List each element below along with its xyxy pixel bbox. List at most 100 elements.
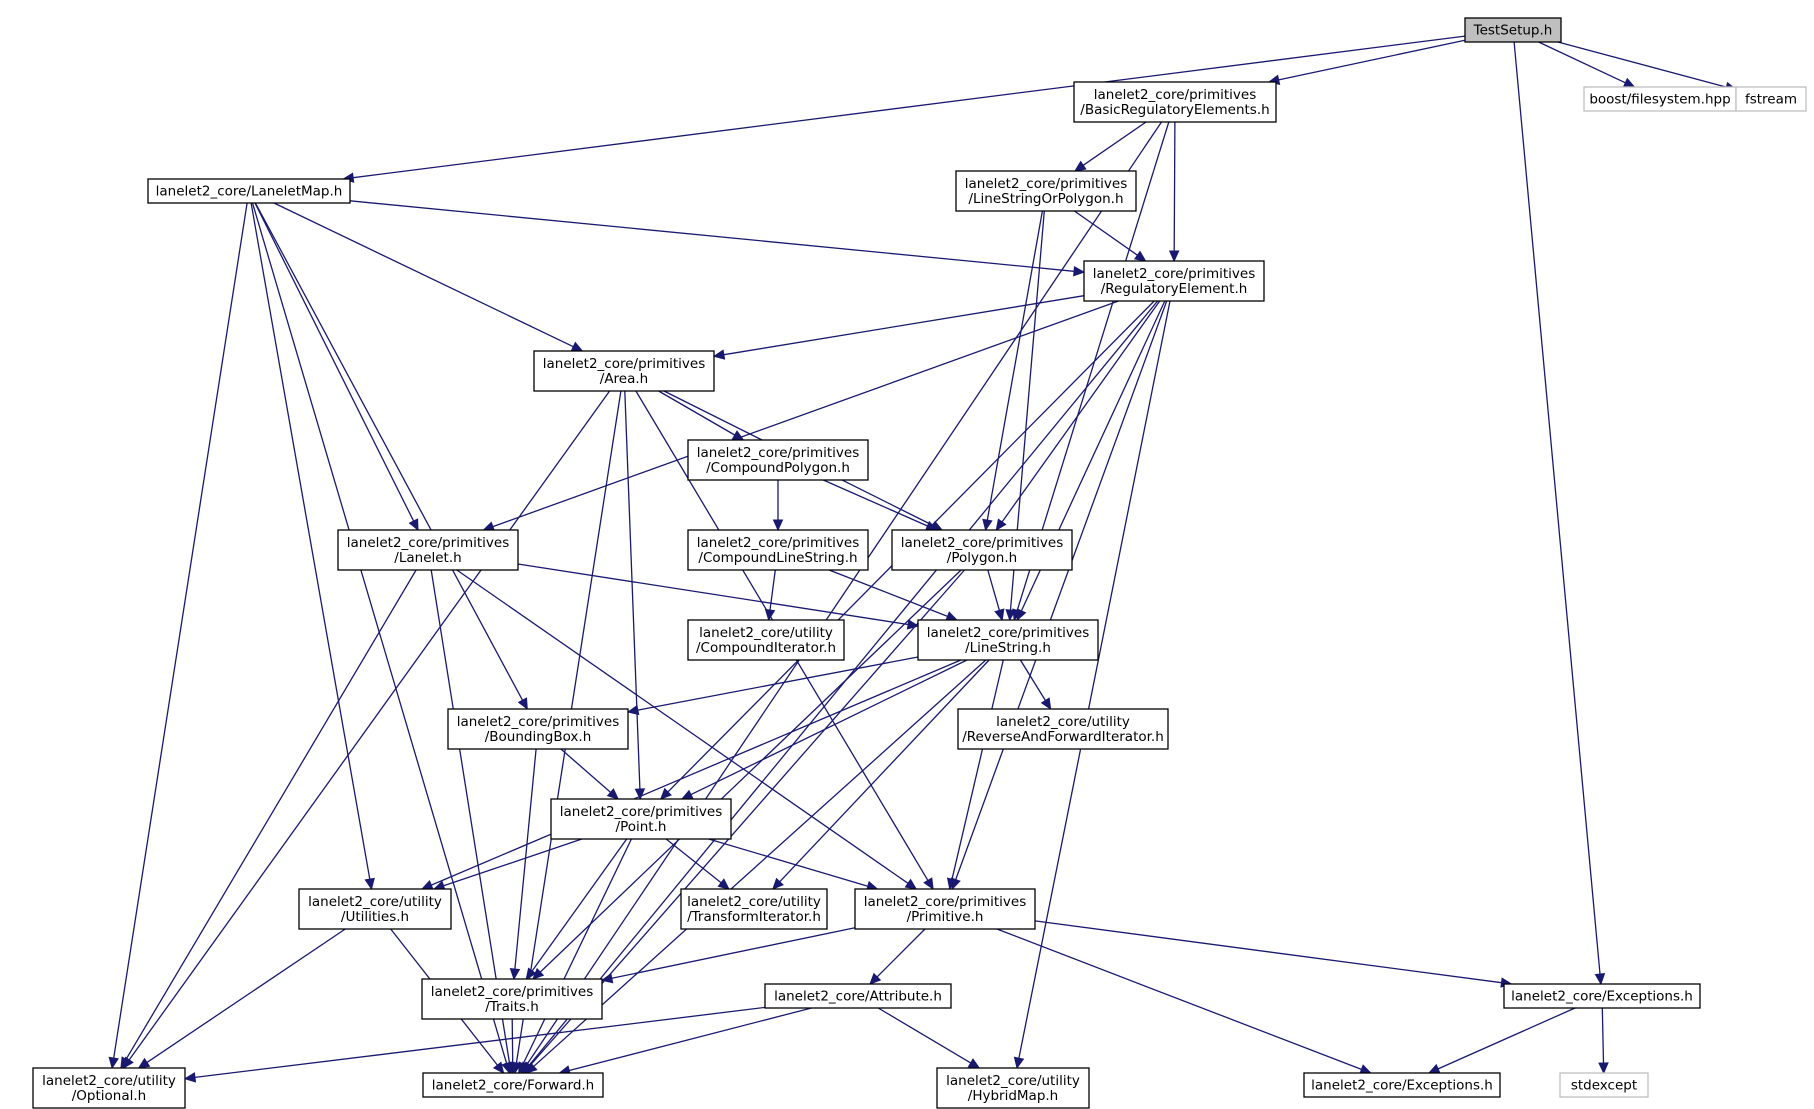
- edge-linestring-to-boundingbox: [637, 656, 919, 711]
- edge-testsetup-to-basicreg: [1278, 39, 1466, 81]
- node-label-compiter-line-1: /CompoundIterator.h: [696, 640, 836, 656]
- node-revfwditer[interactable]: lanelet2_core/utility/ReverseAndForwardI…: [957, 708, 1169, 750]
- node-box-utilities[interactable]: [298, 888, 452, 930]
- node-box-transformiter[interactable]: [680, 888, 828, 930]
- node-box-basicreg[interactable]: [1073, 81, 1277, 123]
- node-box-exceptions2[interactable]: [1303, 1072, 1501, 1098]
- node-label-exceptions2-line-0: lanelet2_core/Exceptions.h: [1311, 1078, 1493, 1094]
- node-area[interactable]: lanelet2_core/primitives/Area.h: [533, 350, 715, 392]
- node-box-primitive[interactable]: [854, 888, 1036, 930]
- node-box-polygon[interactable]: [891, 529, 1073, 571]
- edge-point-to-primitive: [708, 838, 869, 887]
- node-box-regelem[interactable]: [1083, 260, 1265, 302]
- node-box-area[interactable]: [533, 350, 715, 392]
- edge-arrowhead-attribute-to-hybridmap: [967, 1058, 981, 1069]
- node-box-testsetup[interactable]: [1464, 17, 1562, 43]
- edge-laneletmap-to-lanelet: [254, 202, 415, 522]
- edge-testsetup-to-exceptions1: [1513, 41, 1601, 975]
- node-label-comppoly-line-0: lanelet2_core/primitives: [697, 445, 860, 461]
- node-traits[interactable]: lanelet2_core/primitives/Traits.h: [421, 978, 603, 1020]
- edge-attribute-to-optional: [194, 1006, 766, 1079]
- node-box-traits[interactable]: [421, 978, 603, 1020]
- node-label-boundingbox-line-0: lanelet2_core/primitives: [457, 714, 620, 730]
- node-box-optional[interactable]: [32, 1067, 186, 1109]
- node-boostfs[interactable]: boost/filesystem.hpp: [1583, 86, 1737, 112]
- edge-basicreg-to-linestring: [1016, 121, 1170, 611]
- node-transformiter[interactable]: lanelet2_core/utility/TransformIterator.…: [680, 888, 828, 930]
- node-label-hybridmap-line-0: lanelet2_core/utility: [946, 1073, 1080, 1089]
- node-box-stdexcept[interactable]: [1559, 1072, 1649, 1098]
- node-complinestr[interactable]: lanelet2_core/primitives/CompoundLineStr…: [687, 529, 869, 571]
- node-box-fstream[interactable]: [1735, 86, 1807, 112]
- edge-testsetup-to-boostfs: [1538, 41, 1626, 84]
- node-attribute[interactable]: lanelet2_core/Attribute.h: [764, 983, 952, 1009]
- node-label-primitive-line-0: lanelet2_core/primitives: [864, 894, 1027, 910]
- node-forward[interactable]: lanelet2_core/Forward.h: [422, 1072, 604, 1098]
- node-lanelet[interactable]: lanelet2_core/primitives/Lanelet.h: [337, 529, 519, 571]
- edge-arrowhead-point-to-traits: [525, 967, 537, 980]
- node-box-exceptions1[interactable]: [1503, 983, 1701, 1009]
- node-label-utilities-line-0: lanelet2_core/utility: [308, 894, 442, 910]
- edge-point-to-utilities: [443, 838, 583, 887]
- edge-arrowhead-lanelet-to-linestring: [906, 619, 920, 630]
- edge-arrowhead-laneletmap-to-utilities: [364, 877, 375, 891]
- node-basicreg[interactable]: lanelet2_core/primitives/BasicRegulatory…: [1073, 81, 1277, 123]
- edge-testsetup-to-laneletmap: [353, 35, 1466, 179]
- node-box-attribute[interactable]: [764, 983, 952, 1009]
- edge-arrowhead-linestring-to-forward: [525, 1062, 538, 1074]
- node-compiter[interactable]: lanelet2_core/utility/CompoundIterator.h: [687, 619, 845, 661]
- edge-basicreg-to-regelem: [1173, 121, 1176, 252]
- node-optional[interactable]: lanelet2_core/utility/Optional.h: [32, 1067, 186, 1109]
- edge-arrowhead-testsetup-to-boostfs: [1622, 77, 1636, 88]
- node-label-revfwditer-line-0: lanelet2_core/utility: [996, 714, 1130, 730]
- node-label-exceptions1-line-0: lanelet2_core/Exceptions.h: [1511, 989, 1693, 1005]
- edge-point-to-transformiter: [665, 838, 722, 884]
- node-polygon[interactable]: lanelet2_core/primitives/Polygon.h: [891, 529, 1073, 571]
- edge-arrowhead-complinestr-to-compiter: [764, 608, 776, 622]
- node-box-laneletmap[interactable]: [147, 178, 351, 204]
- node-testsetup[interactable]: TestSetup.h: [1464, 17, 1562, 43]
- node-box-compiter[interactable]: [687, 619, 845, 661]
- node-point[interactable]: lanelet2_core/primitives/Point.h: [550, 798, 732, 840]
- node-fstream[interactable]: fstream: [1735, 86, 1807, 112]
- node-box-complinestr[interactable]: [687, 529, 869, 571]
- node-laneletmap[interactable]: lanelet2_core/LaneletMap.h: [147, 178, 351, 204]
- edge-arrowhead-basicreg-to-lsorpoly: [1073, 160, 1087, 172]
- node-box-hybridmap[interactable]: [936, 1067, 1090, 1109]
- node-box-boostfs[interactable]: [1583, 86, 1737, 112]
- node-linestring[interactable]: lanelet2_core/primitives/LineString.h: [917, 619, 1099, 661]
- edge-lanelet-to-linestring: [517, 563, 909, 626]
- node-lsorpoly[interactable]: lanelet2_core/primitives/LineStringOrPol…: [955, 170, 1137, 212]
- node-utilities[interactable]: lanelet2_core/utility/Utilities.h: [298, 888, 452, 930]
- edge-arrowhead-regelem-to-hybridmap: [1013, 1056, 1025, 1070]
- edge-arrowhead-comppoly-to-complinestr: [772, 519, 784, 532]
- node-stdexcept[interactable]: stdexcept: [1559, 1072, 1649, 1098]
- edge-arrowhead-lsorpoly-to-regelem: [1133, 250, 1147, 262]
- edge-exceptions1-to-exceptions2: [1437, 1007, 1576, 1070]
- node-comppoly[interactable]: lanelet2_core/primitives/CompoundPolygon…: [687, 439, 869, 481]
- node-box-forward[interactable]: [422, 1072, 604, 1098]
- edge-polygon-to-traits: [539, 569, 962, 973]
- node-box-comppoly[interactable]: [687, 439, 869, 481]
- edge-arrowhead-complinestr-to-linestring: [945, 611, 959, 622]
- node-box-point[interactable]: [550, 798, 732, 840]
- node-label-fstream-line-0: fstream: [1745, 92, 1797, 108]
- node-hybridmap[interactable]: lanelet2_core/utility/HybridMap.h: [936, 1067, 1090, 1109]
- node-box-lanelet[interactable]: [337, 529, 519, 571]
- node-exceptions1[interactable]: lanelet2_core/Exceptions.h: [1503, 983, 1701, 1009]
- edge-arrowhead-point-to-forward: [518, 1061, 529, 1075]
- node-boundingbox[interactable]: lanelet2_core/primitives/BoundingBox.h: [447, 708, 629, 750]
- node-exceptions2[interactable]: lanelet2_core/Exceptions.h: [1303, 1072, 1501, 1098]
- node-box-linestring[interactable]: [917, 619, 1099, 661]
- node-box-boundingbox[interactable]: [447, 708, 629, 750]
- node-label-complinestr-line-1: /CompoundLineString.h: [698, 550, 857, 566]
- node-label-point-line-1: /Point.h: [616, 819, 667, 835]
- node-box-lsorpoly[interactable]: [955, 170, 1137, 212]
- node-box-revfwditer[interactable]: [957, 708, 1169, 750]
- node-label-optional-line-0: lanelet2_core/utility: [42, 1073, 176, 1089]
- node-regelem[interactable]: lanelet2_core/primitives/RegulatoryEleme…: [1083, 260, 1265, 302]
- edge-arrowhead-laneletmap-to-regelem: [1073, 265, 1086, 277]
- node-label-linestring-line-0: lanelet2_core/primitives: [927, 625, 1090, 641]
- node-primitive[interactable]: lanelet2_core/primitives/Primitive.h: [854, 888, 1036, 930]
- edge-linestring-to-revfwditer: [1019, 659, 1046, 701]
